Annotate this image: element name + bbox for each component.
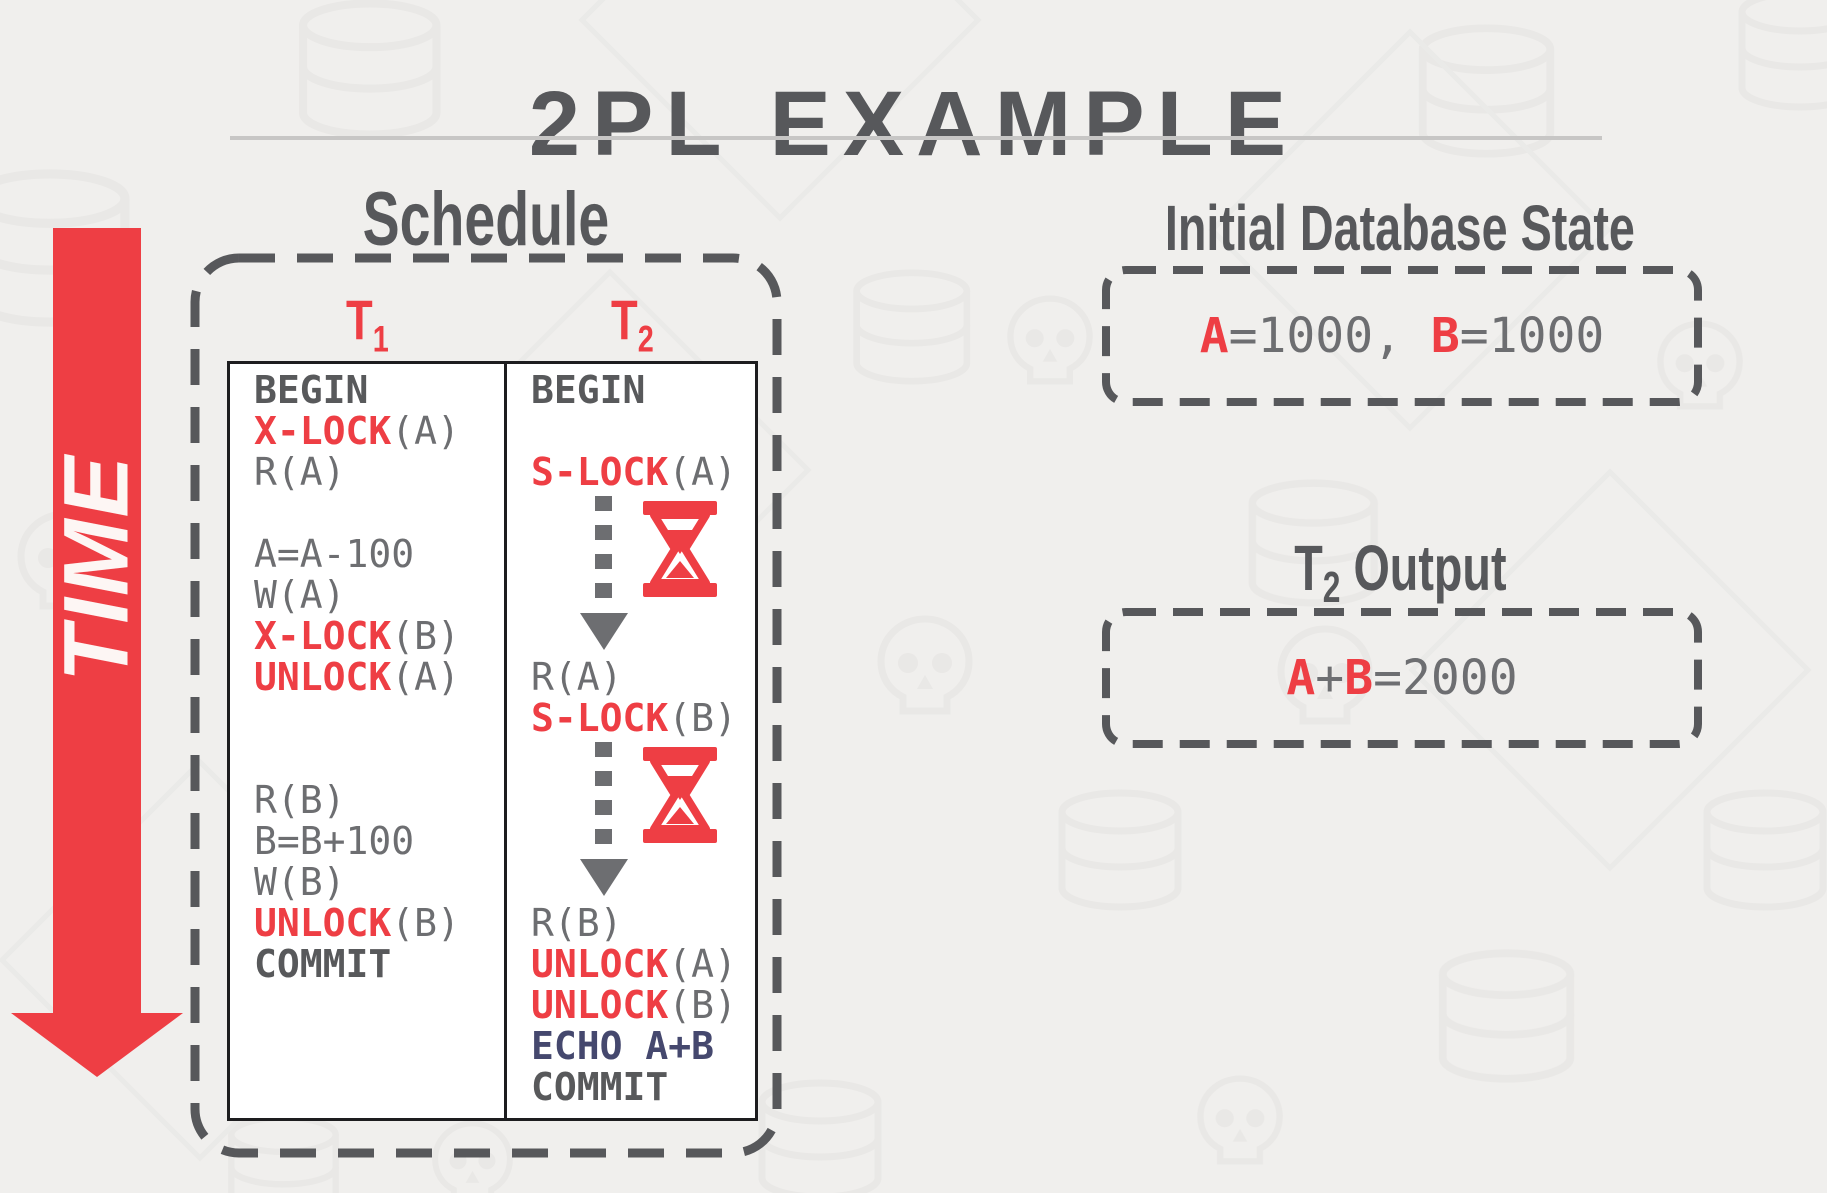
schedule-op: COMMIT: [254, 942, 392, 986]
schedule-dashed-border: [190, 253, 782, 1158]
initial-db-dashed-border: [1102, 266, 1702, 406]
schedule-op: R(B): [531, 901, 623, 945]
schedule-op: [230, 493, 504, 534]
transaction-headers: T1 T2: [227, 292, 758, 359]
t2-column: BEGIN S-LOCK(A) R(A)S-LOCK(B) R(B)UNLOCK(A…: [507, 364, 755, 1118]
schedule-op: UNLOCK(A): [531, 942, 737, 986]
schedule-op: R(A): [531, 655, 623, 699]
schedule-op: UNLOCK(B): [531, 983, 737, 1027]
schedule-op: X-LOCK(B): [254, 614, 460, 658]
schedule-op: R(A): [254, 450, 346, 494]
schedule-op: [230, 698, 504, 739]
schedule-op: A=A-100: [254, 532, 415, 576]
time-arrow-bar: TIME: [46, 228, 148, 1014]
lock-wait-arrow: [507, 739, 755, 903]
schedule-op: COMMIT: [531, 1065, 669, 1109]
lock-wait-arrow: [507, 493, 755, 657]
schedule-op: ECHO A+B: [531, 1024, 715, 1068]
initial-db-value: A=1000, B=1000: [1199, 308, 1605, 364]
hourglass-icon: [643, 747, 717, 843]
initial-db-box: A=1000, B=1000: [1102, 266, 1702, 406]
time-axis-label: TIME: [45, 454, 148, 682]
schedule-op: B=B+100: [254, 819, 415, 863]
schedule-op: [507, 411, 755, 452]
wait-arrowhead-icon: [580, 613, 628, 650]
schedule-op: W(A): [254, 573, 346, 617]
schedule-op: W(B): [254, 860, 346, 904]
schedule-op: X-LOCK(A): [254, 409, 460, 453]
hourglass-icon: [643, 501, 717, 597]
wait-dashed-line: [595, 496, 612, 612]
schedule-op: BEGIN: [254, 368, 369, 412]
schedule-container: [190, 253, 782, 1158]
page-title: 2PL EXAMPLE: [528, 72, 1299, 175]
title-divider: [230, 136, 1602, 140]
time-arrowhead-icon: [11, 1013, 183, 1077]
txn-t1-header: T1: [345, 288, 389, 360]
schedule-heading: Schedule: [362, 177, 610, 262]
t2-output-box: A+B=2000: [1102, 608, 1702, 748]
schedule-op: BEGIN: [531, 368, 646, 412]
schedule-op: UNLOCK(A): [254, 655, 460, 699]
schedule-op: [230, 739, 504, 780]
wait-dashed-line: [595, 742, 612, 858]
schedule-op: UNLOCK(B): [254, 901, 460, 945]
t2-output-dashed-border: [1102, 608, 1702, 748]
schedule-op: R(B): [254, 778, 346, 822]
schedule-op: S-LOCK(B): [531, 696, 737, 740]
wait-arrowhead-icon: [580, 859, 628, 896]
txn-t2-header: T2: [611, 288, 654, 360]
t2-output-value: A+B=2000: [1286, 650, 1518, 706]
t2-output-heading: T2 Output: [1293, 532, 1507, 613]
initial-db-heading: Initial Database State: [1165, 192, 1635, 264]
schedule-op: S-LOCK(A): [531, 450, 737, 494]
